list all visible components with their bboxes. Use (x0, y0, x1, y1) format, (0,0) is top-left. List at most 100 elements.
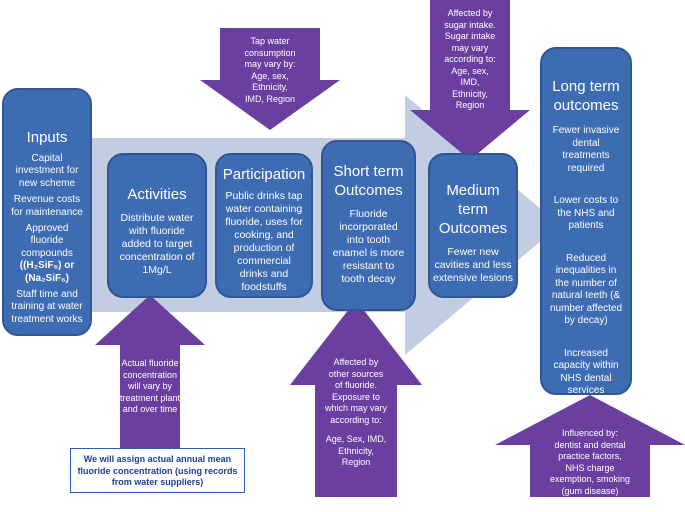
arrow-line: concentration (122, 369, 178, 380)
inputs-line: Capital (31, 153, 63, 164)
arrow-line: Exposure to (331, 391, 381, 402)
arrow-line: will vary by (127, 381, 172, 391)
long-term-group-3: Reduced inequalities in the number of na… (544, 253, 628, 328)
long-term-group-1: Fewer invasive dental treatments require… (544, 125, 628, 175)
short-term-title-line: Short term (333, 163, 404, 180)
participation-line: production of (233, 242, 295, 254)
note-line: fluoride concentration (using records (77, 465, 238, 476)
activities-line: with fluoride (128, 225, 186, 237)
long-term-line: treatments (562, 150, 610, 161)
note-line: We will assign actual annual mean (83, 454, 232, 464)
arrow-line: Ethnicity, (252, 82, 288, 92)
long-term-line: the number of (555, 277, 617, 289)
inputs-line: ((H₂SiF₆) or (19, 260, 75, 272)
short-term-text: Fluoride incorporated into tooth enamel … (323, 208, 414, 286)
medium-term-box: Medium term Outcomes Fewer new cavities … (428, 153, 518, 298)
arrow-line: IMD, Region (244, 93, 296, 104)
activities-up-arrow (95, 295, 205, 448)
inputs-line: Approved (25, 223, 69, 235)
inputs-line: treatment works (11, 313, 83, 325)
long-term-line: Lower costs to (553, 195, 619, 206)
arrow-line: NHS charge (565, 462, 615, 473)
long-term-group-2: Lower costs to the NHS and patients (544, 195, 628, 233)
activities-line: added to target (121, 238, 193, 250)
arrow-line: may vary by: (244, 59, 296, 69)
inputs-line: for maintenance (11, 206, 83, 218)
short-term-line: tooth decay (341, 273, 396, 285)
inputs-line: training at water (11, 301, 83, 313)
participation-title: Participation (222, 166, 306, 183)
inputs-line: new scheme (18, 177, 76, 189)
arrow-line: which may vary (324, 403, 387, 413)
long-term-line: NHS dental (560, 372, 612, 384)
arrow-line: exemption, smoking (549, 474, 631, 484)
arrow-line: Tap water (250, 36, 290, 46)
participation-line: Public drinks tap (225, 190, 303, 202)
arrow-line: Age, Sex, IMD, (325, 434, 387, 444)
activities-line: Distribute water (120, 212, 194, 224)
inputs-text: Capital investment for new scheme Revenu… (4, 153, 90, 326)
arrow-line: of fluoride. (334, 380, 378, 390)
arrow-line: Affected by (333, 357, 379, 367)
inputs-line: (Na₂SiF₆) (25, 272, 69, 284)
long-term-line: Reduced (565, 252, 607, 264)
long-term-line: patients (568, 220, 604, 231)
long-term-line: number affected (549, 302, 623, 314)
arrow-line: treatment plant (119, 392, 181, 403)
participation-line: foodstuffs (241, 281, 287, 293)
inputs-line: compounds (21, 247, 73, 259)
long-term-line: services (567, 385, 605, 396)
long-term-line: dental (572, 137, 600, 149)
arrow-line: Ethnicity, (452, 88, 488, 99)
participation-line: water containing (225, 203, 303, 215)
arrow-line: Actual fluoride (121, 358, 179, 368)
participation-line: commercial (237, 255, 291, 267)
activities-title: Activities (127, 186, 187, 203)
arrow-line: Age, sex, (251, 70, 289, 81)
short-term-box: Short term Outcomes Fluoride incorporate… (321, 140, 416, 311)
participation-line: drinks and (239, 268, 289, 280)
medium-term-text: Fewer new cavities and less extensive le… (430, 246, 516, 285)
activities-box: Activities Distribute water with fluorid… (107, 153, 207, 298)
participation-line: cooking, and (234, 229, 294, 241)
fluoride-note-box: We will assign actual annual mean fluori… (70, 448, 245, 493)
arrow-line: Affected by (447, 8, 493, 18)
medium-down-arrow (410, 0, 530, 160)
arrow-line: sugar intake. (444, 19, 496, 30)
medium-term-line: extensive lesions (433, 272, 513, 284)
medium-term-line: cavities and less (434, 259, 512, 271)
medium-term-line: Fewer new (447, 246, 499, 258)
medium-down-arrow-text: Affected by sugar intake. Sugar intake m… (430, 8, 510, 112)
short-term-line: resistant to (342, 260, 395, 272)
long-term-title-line: Long term (552, 78, 620, 95)
arrow-line: Region (341, 457, 371, 467)
long-term-line: natural teeth (& (551, 290, 621, 301)
long-up-arrow (495, 395, 685, 497)
long-term-line: the NHS and (557, 207, 615, 219)
long-term-line: Fewer invasive (552, 125, 620, 136)
arrow-line: according to: (330, 414, 382, 425)
arrow-line: Ethnicity, (338, 445, 374, 456)
participation-down-arrow (200, 28, 340, 130)
arrow-line: other sources (328, 368, 384, 379)
arrow-line: Sugar intake (444, 31, 496, 41)
long-term-line: Increased (564, 347, 608, 359)
activities-line: concentration of (119, 251, 195, 263)
long-term-line: required (567, 162, 605, 174)
arrow-line: Region (455, 100, 485, 110)
activities-line: 1Mg/L (142, 264, 172, 276)
arrow-line: dentist and dental (554, 439, 626, 450)
medium-term-title: Medium term Outcomes (430, 181, 516, 238)
short-term-line: into tooth (346, 234, 391, 246)
long-term-line: inequalities in (555, 265, 617, 276)
arrow-line: practice factors, (558, 451, 622, 461)
short-term-line: Fluoride (349, 208, 388, 220)
inputs-box: Inputs Capital investment for new scheme… (2, 88, 92, 336)
medium-term-title-line: Medium (446, 182, 500, 199)
long-term-title-line: outcomes (553, 97, 619, 114)
long-term-group-4: Increased capacity within NHS dental ser… (544, 348, 628, 398)
long-term-line: capacity within (553, 360, 619, 371)
participation-box: Participation Public drinks tap water co… (215, 153, 313, 298)
short-term-line: enamel is more (332, 247, 405, 259)
long-term-text: Fewer invasive dental treatments require… (542, 125, 630, 398)
